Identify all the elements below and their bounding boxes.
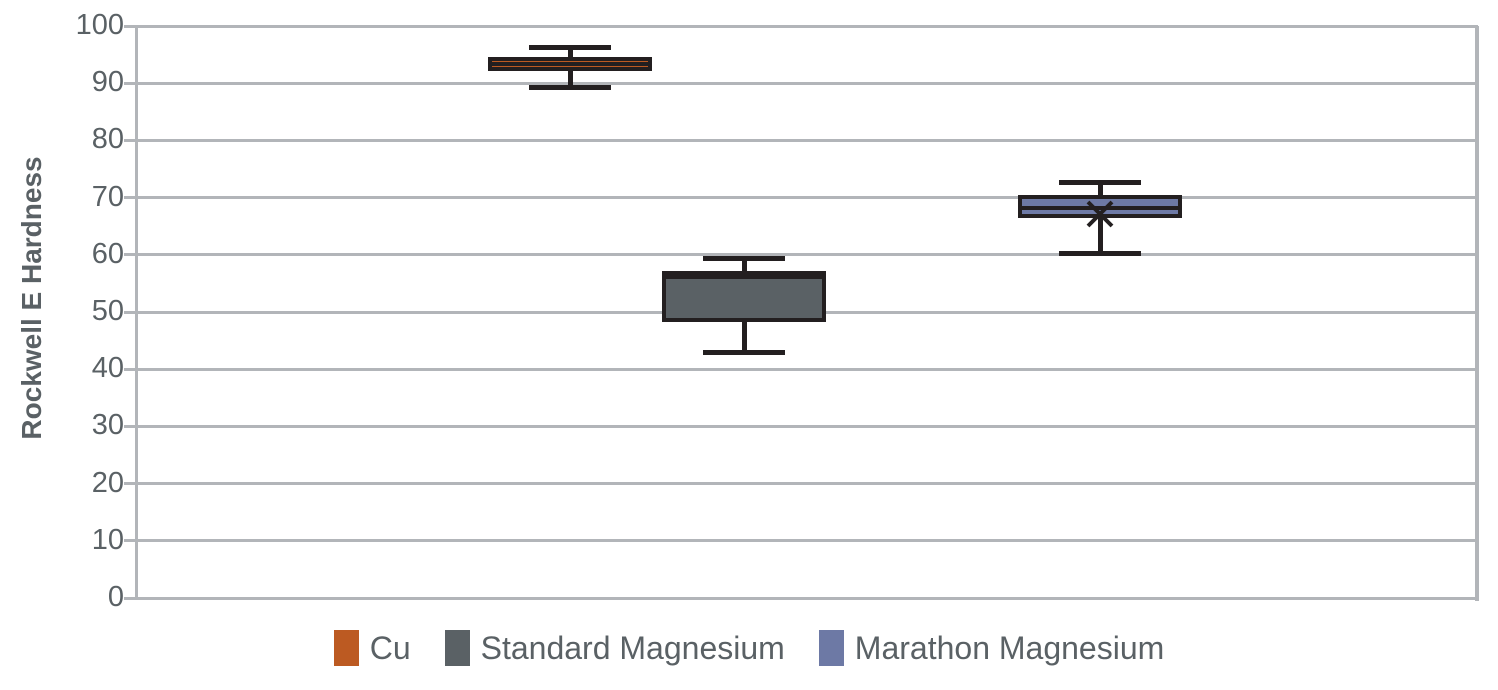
gridline [138, 424, 1478, 428]
legend-swatch-icon [818, 630, 844, 666]
y-tick-mark [124, 253, 138, 257]
legend-swatch-icon [333, 630, 359, 666]
whisker-upper-stem [1097, 182, 1103, 195]
gridline [138, 81, 1478, 85]
gridline [138, 24, 1478, 28]
whisker-lower-stem [567, 71, 573, 88]
y-tick-mark [124, 310, 138, 314]
gridline [138, 138, 1478, 142]
box-standard-magnesium [662, 270, 826, 322]
gridline [138, 596, 1478, 600]
plot-right-border [1475, 26, 1479, 601]
median-line [662, 274, 826, 279]
whisker-upper-stem [567, 47, 573, 57]
y-tick-mark [124, 81, 138, 85]
median-line [488, 61, 652, 66]
whisker-upper-cap [529, 44, 611, 50]
legend-item-marathon-magnesium[interactable]: Marathon Magnesium [818, 630, 1165, 666]
gridline [138, 253, 1478, 257]
gridline [138, 367, 1478, 371]
y-tick-label: 70 [91, 180, 124, 213]
y-tick-mark [124, 24, 138, 28]
y-tick-label: 80 [91, 123, 124, 156]
box-plot-1 [138, 26, 1478, 598]
y-tick-mark [124, 539, 138, 543]
whisker-lower-cap [703, 349, 785, 355]
y-tick-mark [124, 367, 138, 371]
y-tick-label: 60 [91, 237, 124, 270]
y-tick-mark [124, 138, 138, 142]
whisker-upper-cap [703, 255, 785, 261]
y-tick-label: 0 [107, 581, 124, 613]
median-line [1018, 205, 1182, 210]
y-tick-label: 90 [91, 66, 124, 99]
y-tick-mark [124, 596, 138, 600]
legend-label: Marathon Magnesium [854, 630, 1165, 666]
whisker-lower-cap [1059, 250, 1141, 256]
y-tick-mark [124, 482, 138, 486]
legend-item-cu[interactable]: Cu [333, 630, 411, 666]
box-plot-2 [138, 26, 1478, 598]
gridline [138, 482, 1478, 486]
y-tick-label: 30 [91, 409, 124, 442]
legend: Cu Standard Magnesium Marathon Magnesium [0, 630, 1498, 666]
legend-label: Standard Magnesium [480, 630, 785, 666]
whisker-upper-stem [741, 258, 747, 271]
box-plot-3 [138, 26, 1478, 598]
y-tick-label: 100 [75, 9, 124, 41]
whisker-lower-stem [741, 321, 747, 353]
gridline [138, 196, 1478, 200]
legend-swatch-icon [444, 630, 470, 666]
y-tick-mark [124, 424, 138, 428]
y-tick-label: 10 [91, 523, 124, 556]
plot-area [135, 24, 1479, 601]
mean-marker-x-icon [1085, 199, 1115, 229]
whisker-lower-cap [529, 84, 611, 90]
whisker-lower-stem [1097, 217, 1103, 254]
y-tick-label: 20 [91, 466, 124, 499]
y-tick-label: 40 [91, 352, 124, 385]
legend-item-standard-magnesium[interactable]: Standard Magnesium [444, 630, 785, 666]
gridline [138, 539, 1478, 543]
legend-label: Cu [369, 630, 411, 666]
whisker-upper-cap [1059, 179, 1141, 185]
y-tick-label: 50 [91, 295, 124, 327]
y-axis-line [135, 26, 138, 598]
y-tick-mark [124, 196, 138, 200]
